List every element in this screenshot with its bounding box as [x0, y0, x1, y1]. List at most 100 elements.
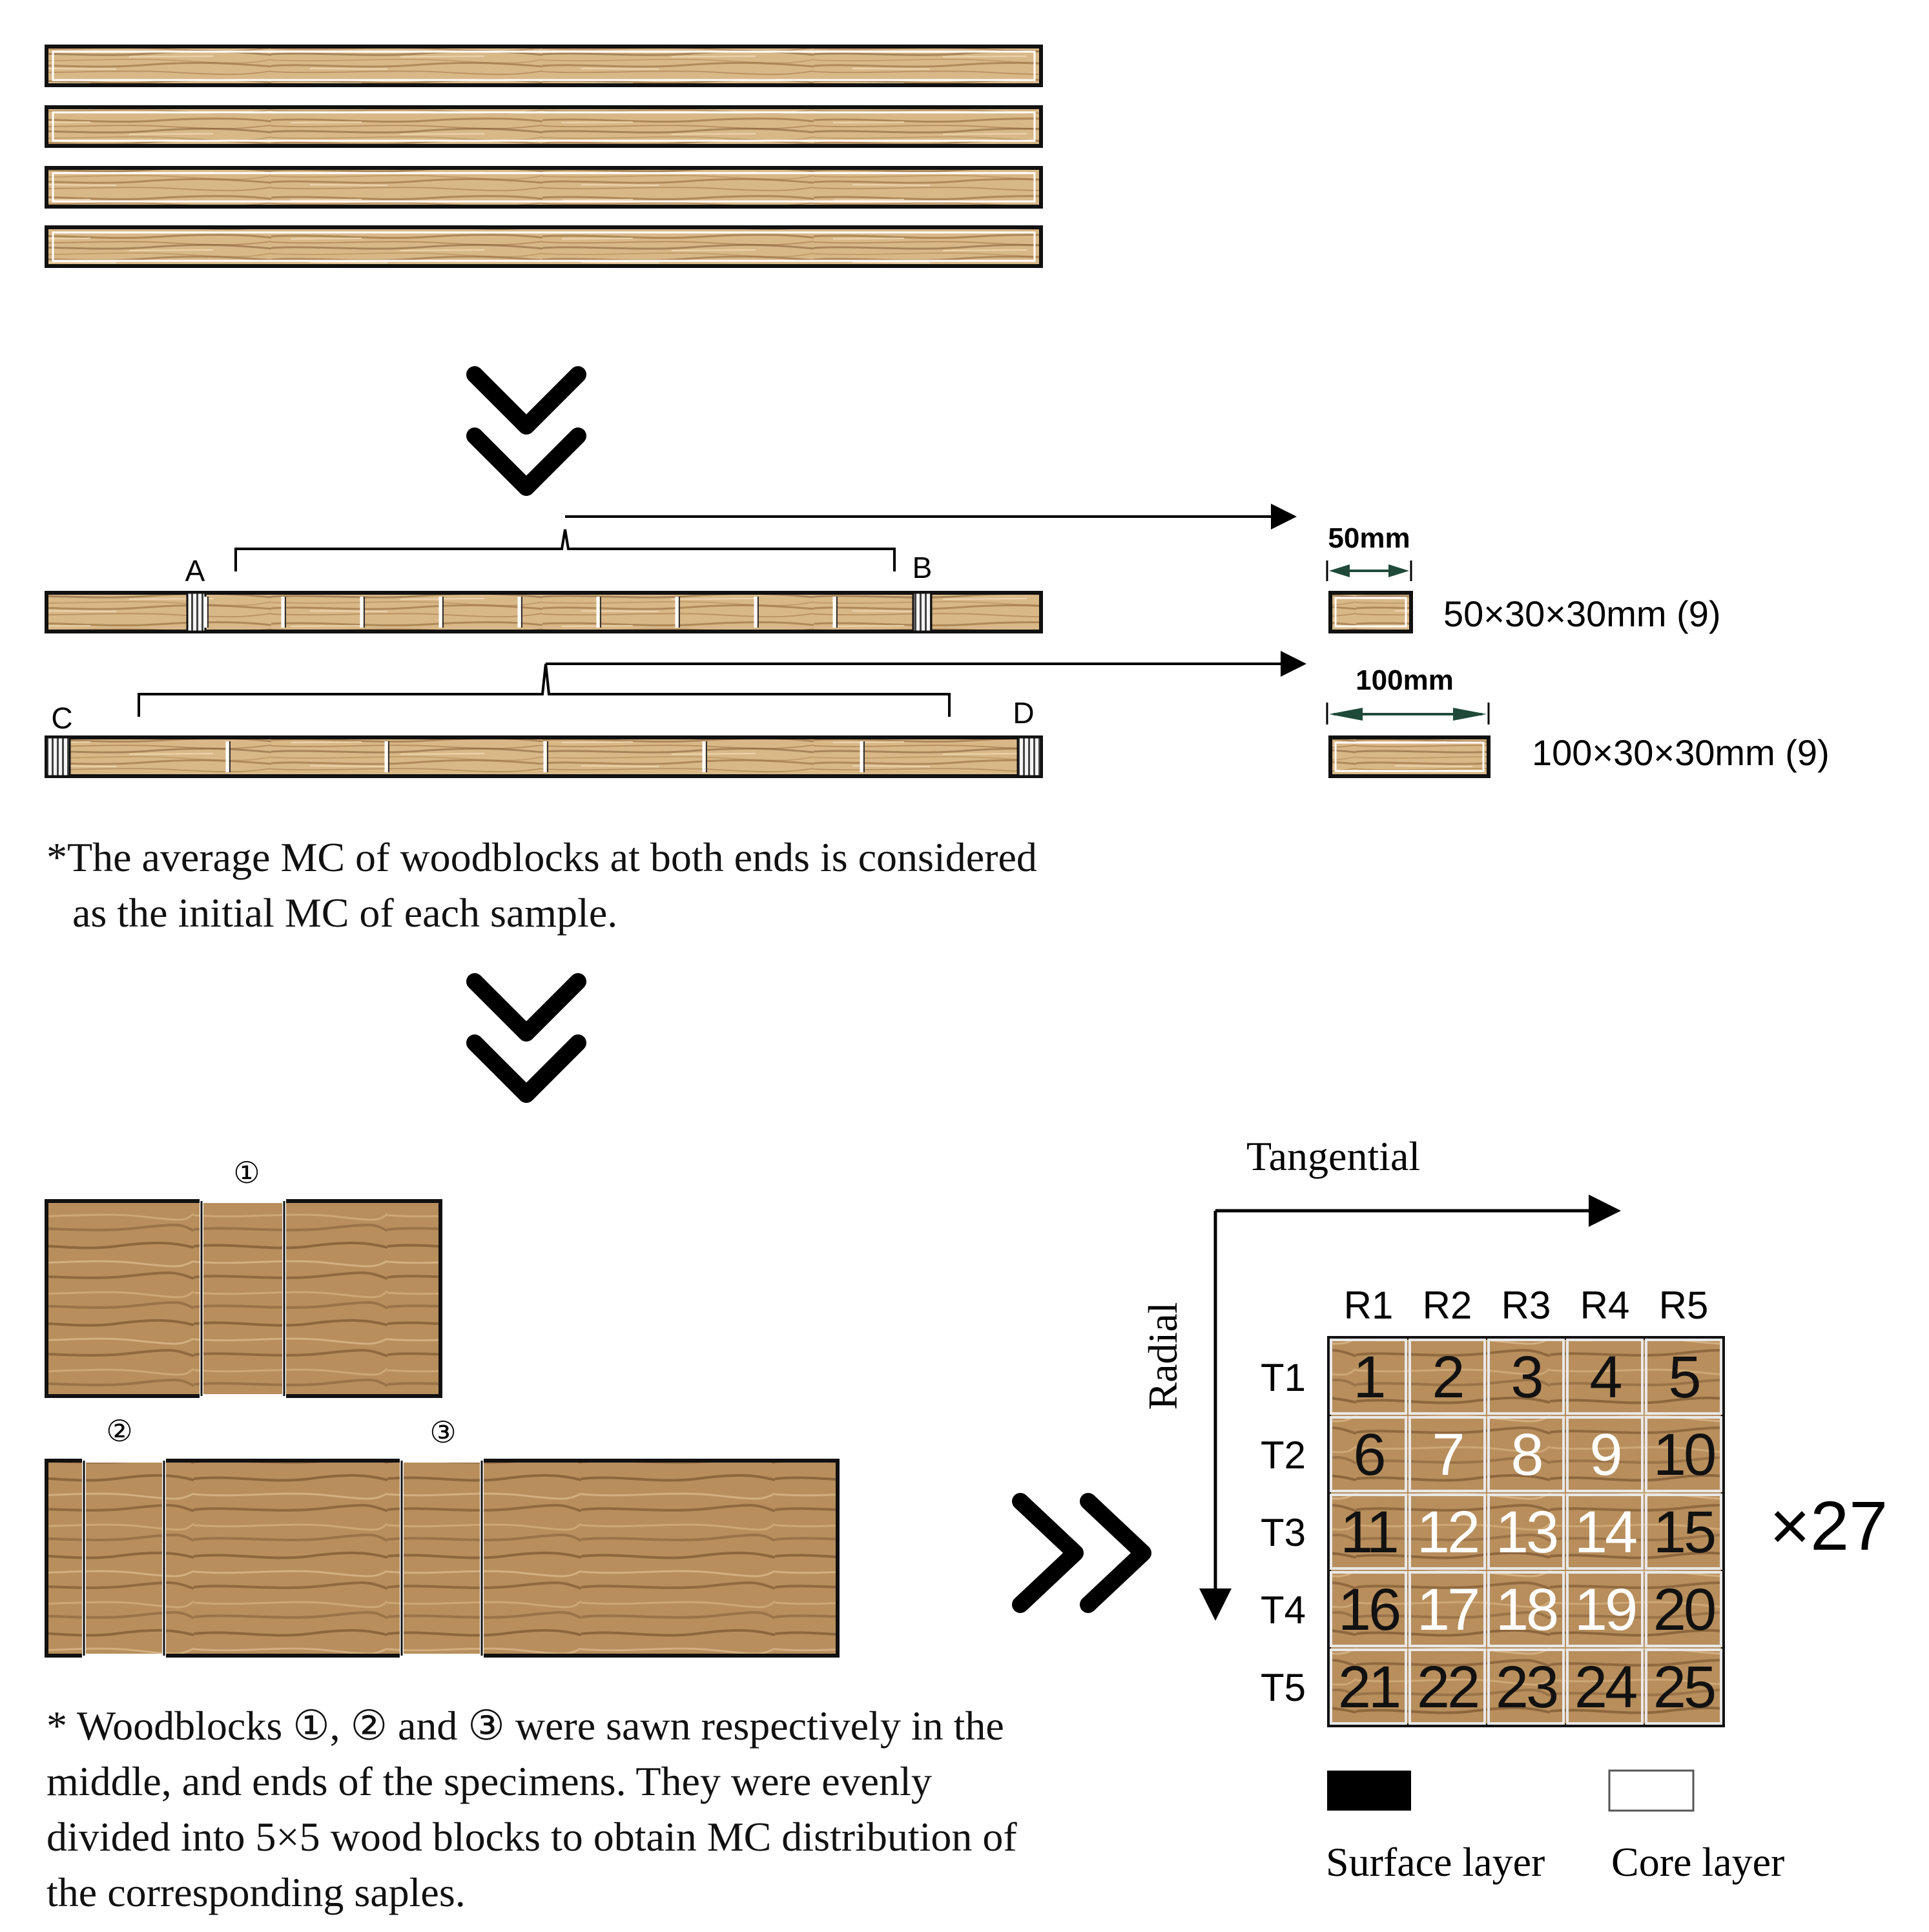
grid-cell [1408, 1649, 1486, 1725]
grid-cell-label: 13 [1496, 1499, 1557, 1565]
grid-cell-label: 24 [1574, 1654, 1636, 1720]
grid-cell-label: 12 [1417, 1499, 1478, 1565]
note2-line2: middle, and ends of the specimens. They … [46, 1758, 932, 1804]
grid-cell [1487, 1416, 1565, 1492]
note1-line2: as the initial MC of each sample. [72, 890, 618, 936]
grid-cell-label: 23 [1496, 1654, 1557, 1720]
woodblock-1 [200, 1199, 286, 1398]
grid-cell-label: 7 [1432, 1422, 1462, 1488]
label-a: A [185, 554, 205, 588]
grid-cell [1487, 1494, 1565, 1570]
end-strip-b [912, 591, 933, 633]
grid-cell-label: 11 [1340, 1499, 1397, 1565]
grid-cell [1645, 1416, 1722, 1492]
legend: Surface layer Core layer [1326, 1769, 1784, 1885]
grid-cell [1566, 1649, 1644, 1725]
grid-cell-label: 1 [1353, 1344, 1383, 1410]
end-strip-d [1016, 736, 1042, 777]
grid-cell [1645, 1339, 1722, 1415]
note-woodblocks: * Woodblocks ①, ② and ③ were sawn respec… [46, 1698, 1183, 1920]
grid-cell [1330, 1416, 1407, 1492]
note2-line4: the corresponding saples. [46, 1869, 466, 1915]
small-block: 50mm 50×30×30mm (9) [1326, 522, 1721, 634]
multiplier: ×27 [1769, 1486, 1888, 1565]
grid-cell-label: 10 [1653, 1422, 1715, 1488]
chevron-down-icon [466, 973, 586, 1103]
grid-cell [1408, 1494, 1486, 1570]
label-c: C [51, 701, 72, 735]
marker-2: ② [106, 1415, 132, 1448]
grid-cell-label: 9 [1589, 1422, 1620, 1488]
brace [234, 529, 896, 571]
specimen-short: ① [45, 1156, 442, 1398]
grid-cell [1566, 1494, 1644, 1570]
note2-line3: divided into 5×5 wood blocks to obtain M… [46, 1814, 1017, 1860]
grid-cell-label: 2 [1432, 1344, 1462, 1410]
axis-y-label: Radial [1140, 1302, 1186, 1410]
label-d: D [1013, 696, 1034, 730]
large-block-size-label: 100×30×30mm (9) [1532, 732, 1830, 773]
small-block-dimension: 50mm [1328, 522, 1410, 554]
note-initial-mc: *The average MC of woodblocks at both en… [46, 830, 1183, 941]
board-cut-50mm: A B [45, 504, 1297, 633]
col-header: R1 [1344, 1284, 1394, 1327]
grid-cell-label: 3 [1511, 1344, 1542, 1410]
grid-cell [1487, 1339, 1565, 1415]
grid-cell [1645, 1649, 1722, 1725]
grid-cell-label: 17 [1417, 1577, 1478, 1643]
legend-surface-label: Surface layer [1326, 1839, 1545, 1885]
grid-cell-label: 8 [1511, 1422, 1542, 1488]
end-strip-a [186, 591, 207, 633]
legend-swatch-core [1608, 1769, 1695, 1812]
legend-swatch-surface [1327, 1771, 1411, 1811]
long-boards [45, 45, 1043, 268]
long-board [45, 45, 1043, 87]
grid-cell [1566, 1339, 1644, 1415]
long-board [45, 105, 1043, 148]
row-header: T5 [1261, 1666, 1306, 1709]
large-block: 100mm 100×30×30mm (9) [1326, 664, 1830, 778]
grid-cell [1330, 1339, 1407, 1415]
grid-cell-label: 15 [1653, 1499, 1715, 1565]
grid-cell [1645, 1494, 1722, 1570]
woodblock-2 [82, 1459, 166, 1658]
grid-cell [1408, 1339, 1486, 1415]
woodblock-3 [400, 1459, 484, 1658]
row-header: T3 [1261, 1511, 1306, 1554]
note1-line1: *The average MC of woodblocks at both en… [46, 834, 1037, 880]
grid-cell [1330, 1571, 1407, 1647]
small-block-shape [1328, 591, 1413, 633]
grid-cell-label: 4 [1589, 1344, 1621, 1410]
marker-1: ① [233, 1156, 260, 1189]
grid-cell-label: 25 [1653, 1654, 1715, 1720]
grid-cell [1408, 1416, 1486, 1492]
row-header: T4 [1261, 1588, 1306, 1632]
specimen-long: ② ③ [45, 1415, 840, 1658]
grid-cell-label: 16 [1338, 1577, 1399, 1643]
chevron-down-icon [466, 366, 586, 496]
large-block-dimension: 100mm [1356, 664, 1454, 696]
grid-cell-label: 5 [1668, 1344, 1699, 1410]
col-header: R5 [1659, 1284, 1709, 1327]
chevron-right-icon [1012, 1493, 1151, 1613]
row-header: T1 [1261, 1356, 1306, 1399]
grid-cell-label: 20 [1653, 1577, 1715, 1643]
end-strip-c [45, 736, 71, 777]
note2-line1: * Woodblocks ①, ② and ③ were sawn respec… [46, 1703, 1004, 1749]
grid-frame [1327, 1336, 1725, 1727]
grid-cell-label: 6 [1353, 1422, 1384, 1488]
grid-cell-label: 19 [1574, 1577, 1635, 1643]
col-header: R4 [1580, 1284, 1630, 1327]
grid-cell [1566, 1571, 1644, 1647]
grid-cell [1566, 1416, 1644, 1492]
long-board [45, 166, 1043, 209]
col-header: R2 [1423, 1284, 1472, 1327]
small-block-size-label: 50×30×30mm (9) [1443, 593, 1721, 634]
brace [138, 663, 951, 717]
long-board [45, 225, 1043, 268]
grid-cell-label: 18 [1496, 1577, 1557, 1643]
grid-cell [1330, 1494, 1407, 1570]
col-header: R3 [1501, 1284, 1551, 1327]
grid-cell [1645, 1571, 1722, 1647]
label-b: B [913, 551, 933, 584]
